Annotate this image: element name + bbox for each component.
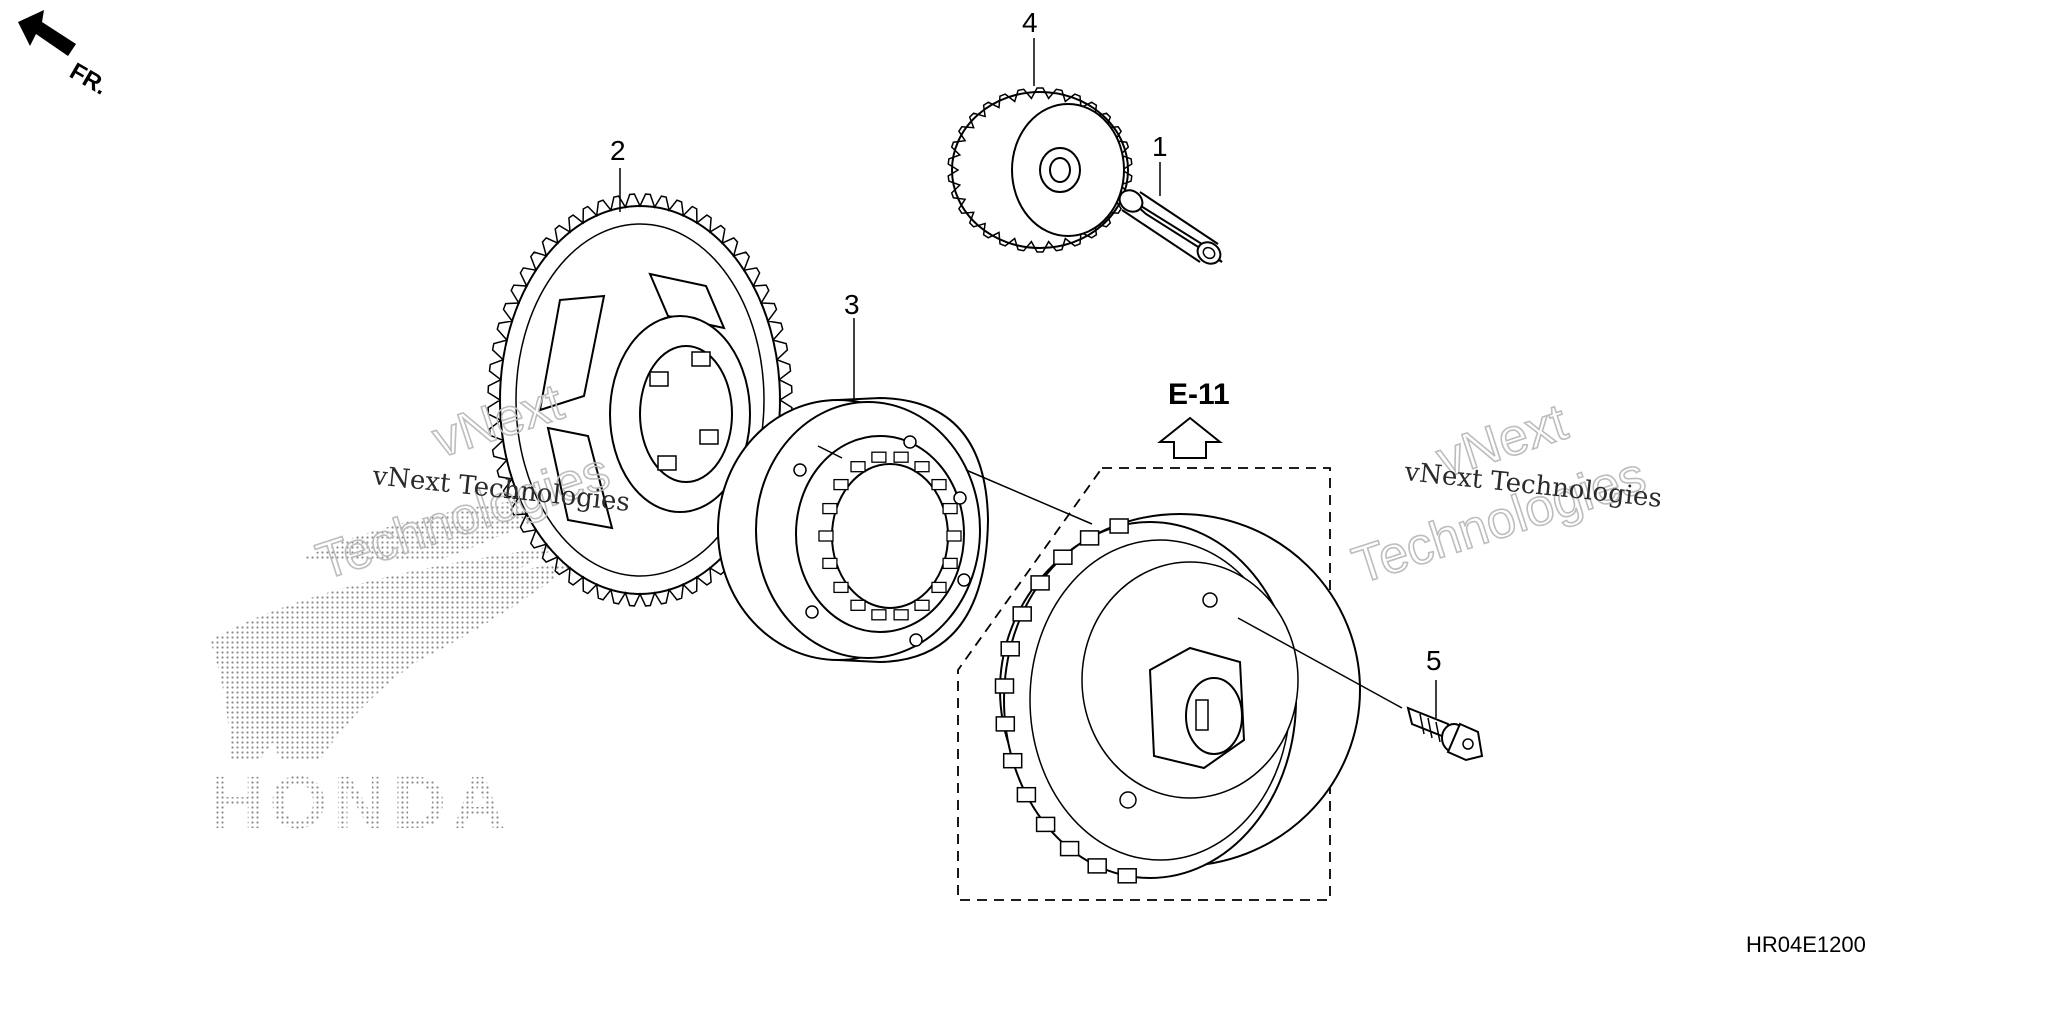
flywheel-lug [1109,518,1129,534]
flywheel-lug [1087,858,1107,874]
clutch-roller [871,451,887,463]
clutch-roller [893,451,909,463]
flywheel-lug [995,716,1016,732]
flywheel-lug [1016,786,1037,803]
flywheel-lug [1079,530,1100,546]
clutch-roller [871,609,887,621]
clutch-rollers [818,451,962,621]
section-reference-label: E-11 [1168,378,1230,411]
callout-4: 4 [1022,7,1038,38]
flywheel-lug [1002,752,1023,769]
callout-1: 1 [1152,131,1168,162]
callout-3: 3 [844,289,860,320]
callout-5: 5 [1426,645,1442,676]
clutch-roller [942,557,958,570]
clutch-roller [833,581,849,594]
leader-lines [619,38,1437,718]
flywheel-lug [1000,641,1020,657]
flywheel-lug [994,678,1015,694]
honda-logo-watermark: HONDA [210,490,600,844]
flywheel-lug [1059,840,1080,857]
part-1-shaft [1118,189,1223,265]
watermark-right: vNext Technologies vNext Technologies [1345,392,1663,596]
flywheel-lug [1053,549,1073,565]
flywheel-lug [1030,575,1050,591]
flywheel-lug [1012,606,1032,622]
clutch-roller [818,530,834,542]
clutch-roller [822,557,838,570]
clutch-roller [946,530,962,542]
part-2-large-gear [487,193,793,607]
clutch-roller [833,478,849,491]
clutch-roller [893,609,909,621]
callout-2: 2 [610,135,626,166]
clutch-roller [931,478,947,491]
clutch-roller [850,599,866,611]
front-direction-arrow-icon: FR. [18,10,112,101]
clutch-roller [822,502,838,515]
flywheel-lugs [994,518,1137,884]
flywheel-assembly-e11: E-11 [957,378,1361,901]
clutch-roller [914,599,930,611]
clutch-roller [942,502,958,515]
part-4-gear [947,87,1133,253]
clutch-roller [914,461,930,473]
diagram-code: HR04E1200 [1746,932,1866,957]
e11-reference-arrow-icon [1157,416,1223,459]
part-3-starter-clutch [717,396,990,664]
honda-logo-text: HONDA [210,761,511,844]
flywheel-lug [1035,816,1056,833]
front-direction-label: FR. [65,58,112,101]
part-5-bolt [1406,706,1484,762]
clutch-roller [850,461,866,473]
clutch-roller [931,581,947,594]
flywheel-lug [1117,868,1137,884]
